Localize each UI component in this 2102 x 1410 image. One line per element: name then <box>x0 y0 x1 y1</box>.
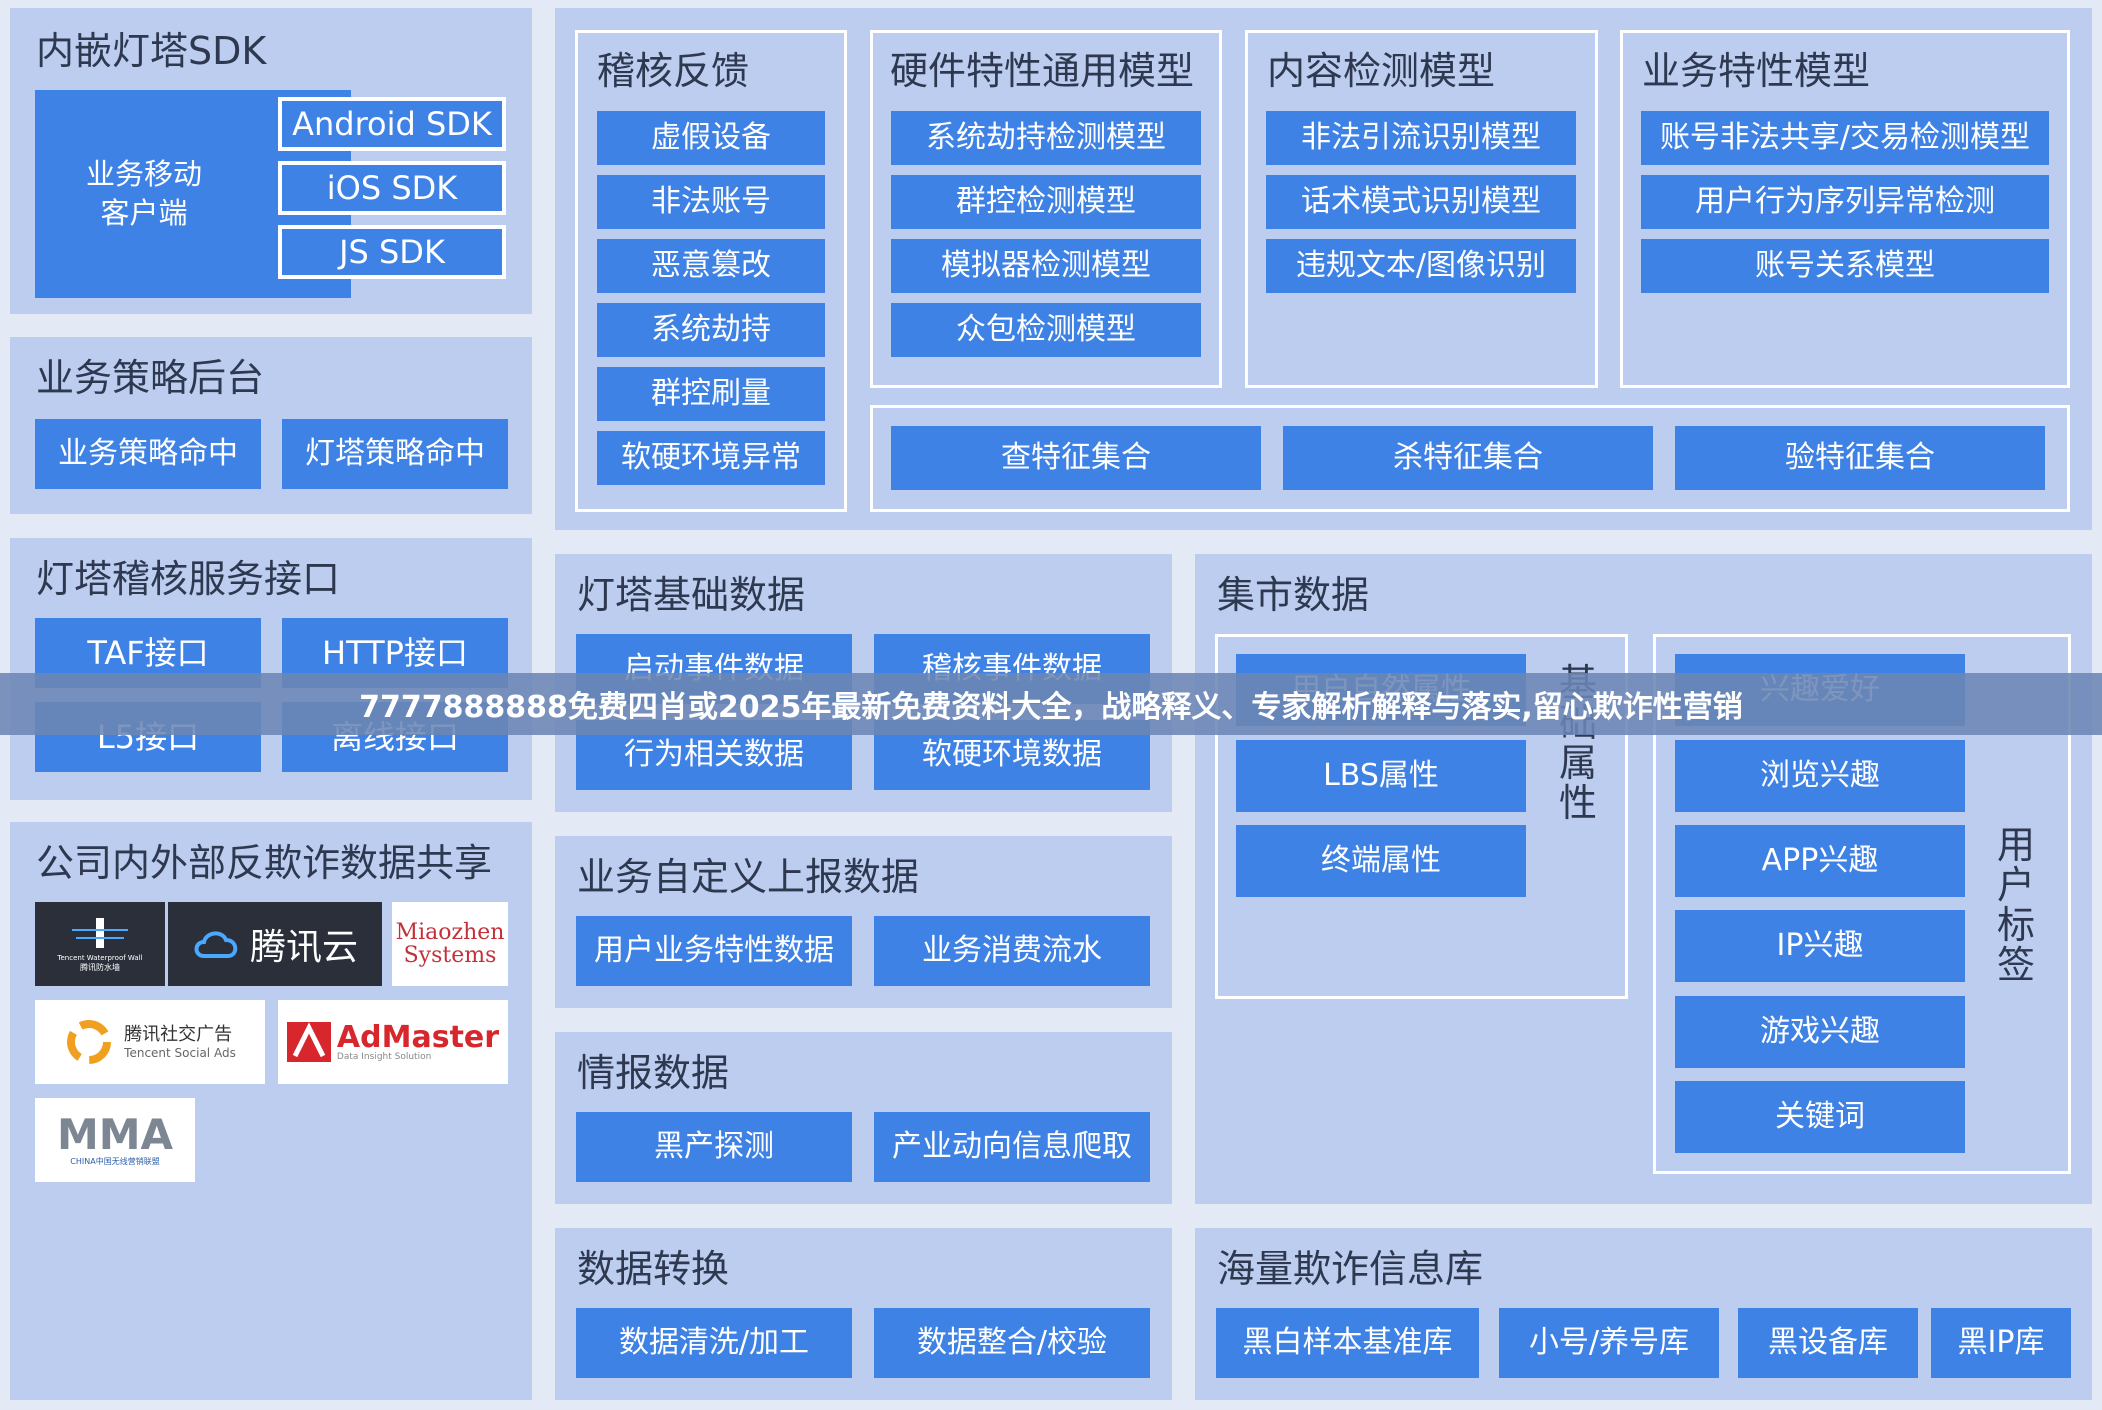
share-panel: 公司内外部反欺诈数据共享 Tencent Waterproof Wall 腾讯防… <box>10 822 532 1400</box>
business-item-1: 账号非法共享/交易检测模型 <box>1641 111 2049 165</box>
audit-feedback-box <box>575 30 847 512</box>
social-ads-name-en: Tencent Social Ads <box>124 1045 236 1060</box>
content-model-box <box>1245 30 1598 388</box>
business-title: 业务特性模型 <box>1642 49 1871 93</box>
admaster-name: AdMaster <box>336 1019 500 1055</box>
shield-icon <box>72 917 128 948</box>
ios-sdk-box: iOS SDK <box>278 161 506 215</box>
waterproof-name-cn: 腾讯防水墙 <box>80 962 120 972</box>
admaster-tagline: Data Insight Solution <box>336 1052 432 1063</box>
business-model-box <box>1620 30 2070 388</box>
basic-device: 终端属性 <box>1236 825 1526 897</box>
tag-browse: 浏览兴趣 <box>1675 740 1965 812</box>
audit-item-tamper: 恶意篡改 <box>597 239 825 293</box>
service-panel: 灯塔稽核服务接口 TAF接口 HTTP接口 L5接口 离线接口 <box>10 538 532 800</box>
client-line-2: 客户端 <box>100 196 188 230</box>
custom-item-consume: 业务消费流水 <box>874 916 1150 986</box>
waterproof-name-en: Tencent Waterproof Wall <box>57 953 143 962</box>
audit-item-group-control: 群控刷量 <box>597 367 825 421</box>
content-item-1: 非法引流识别模型 <box>1266 111 1576 165</box>
audit-item-illegal-account: 非法账号 <box>597 175 825 229</box>
audit-item-env-anomaly: 软硬环境异常 <box>597 431 825 485</box>
audit-item-hijack: 系统劫持 <box>597 303 825 357</box>
hardware-item-2: 群控检测模型 <box>891 175 1201 229</box>
convert-item-merge: 数据整合/校验 <box>874 1308 1150 1378</box>
mma-logo: MMA CHINA中国无线营销联盟 <box>35 1098 195 1182</box>
models-panel: 稽核反馈 虚假设备 非法账号 恶意篡改 系统劫持 群控刷量 软硬环境异常 硬件特… <box>555 8 2092 530</box>
content-title: 内容检测模型 <box>1267 49 1496 93</box>
admaster-icon <box>286 1022 331 1062</box>
fraud-db-panel: 海量欺诈信息库 黑白样本基准库 小号/养号库 黑设备库 黑IP库 <box>1195 1228 2092 1400</box>
basic-lbs: LBS属性 <box>1236 740 1526 812</box>
miaozhen-systems: Systems <box>403 943 497 968</box>
convert-item-clean: 数据清洗/加工 <box>576 1308 852 1378</box>
basic-attr-box <box>1215 634 1628 999</box>
convert-title: 数据转换 <box>577 1247 730 1291</box>
audit-item-fake-device: 虚假设备 <box>597 111 825 165</box>
custom-title: 业务自定义上报数据 <box>577 855 920 899</box>
tencent-cloud-name: 腾讯云 <box>249 927 358 968</box>
feature-kill: 杀特征集合 <box>1283 426 1653 490</box>
custom-item-user: 用户业务特性数据 <box>576 916 852 986</box>
hardware-model-box <box>870 30 1222 388</box>
convert-panel: 数据转换 数据清洗/加工 数据整合/校验 <box>555 1228 1172 1400</box>
miaozhen-logo: Miaozhen Systems <box>392 902 508 986</box>
feature-set-box <box>870 405 2070 512</box>
sdk-title: 内嵌灯塔SDK <box>36 29 267 73</box>
fraud-item-samples: 黑白样本基准库 <box>1216 1308 1479 1378</box>
cloud-icon <box>194 931 238 958</box>
intel-panel: 情报数据 黑产探测 产业动向信息爬取 <box>555 1032 1172 1204</box>
content-item-2: 话术模式识别模型 <box>1266 175 1576 229</box>
hardware-item-4: 众包检测模型 <box>891 303 1201 357</box>
custom-data-panel: 业务自定义上报数据 用户业务特性数据 业务消费流水 <box>555 836 1172 1008</box>
fraud-title: 海量欺诈信息库 <box>1217 1247 1484 1291</box>
business-strategy-hit: 业务策略命中 <box>35 419 261 489</box>
tag-game: 游戏兴趣 <box>1675 996 1965 1068</box>
market-panel: 集市数据 用户自然属性 LBS属性 终端属性 基础属性 兴趣爱好 浏览兴趣 AP… <box>1195 554 2092 1204</box>
tag-keyword: 关键词 <box>1675 1081 1965 1153</box>
hardware-item-1: 系统劫持检测模型 <box>891 111 1201 165</box>
fraud-item-black-device: 黑设备库 <box>1738 1308 1918 1378</box>
tag-app: APP兴趣 <box>1675 825 1965 897</box>
user-tag-label: 用户标签 <box>1996 823 2035 987</box>
feature-check: 查特征集合 <box>891 426 1261 490</box>
content-item-3: 违规文本/图像识别 <box>1266 239 1576 293</box>
intel-title: 情报数据 <box>577 1051 730 1095</box>
business-item-2: 用户行为序列异常检测 <box>1641 175 2049 229</box>
fraud-item-black-ip: 黑IP库 <box>1931 1308 2071 1378</box>
strategy-title: 业务策略后台 <box>36 356 265 400</box>
js-sdk-box: JS SDK <box>278 225 506 279</box>
hardware-item-3: 模拟器检测模型 <box>891 239 1201 293</box>
base-data-title: 灯塔基础数据 <box>577 573 806 617</box>
social-ads-name-cn: 腾讯社交广告 <box>124 1024 233 1045</box>
market-title: 集市数据 <box>1217 573 1370 617</box>
audit-title: 稽核反馈 <box>597 49 750 93</box>
sdk-panel: 内嵌灯塔SDK 业务移动 客户端 Android SDK iOS SDK JS … <box>10 8 532 314</box>
tencent-cloud-logo: 腾讯云 <box>168 902 382 986</box>
client-line-1: 业务移动 <box>85 156 202 191</box>
hardware-title: 硬件特性通用模型 <box>890 49 1195 93</box>
user-tag-box <box>1653 634 2071 1174</box>
share-title: 公司内外部反欺诈数据共享 <box>36 841 493 885</box>
service-title: 灯塔稽核服务接口 <box>36 557 341 601</box>
waterproof-wall-logo: Tencent Waterproof Wall 腾讯防水墙 <box>35 902 165 986</box>
mobile-client-label: 业务移动 客户端 <box>35 90 253 298</box>
android-sdk-box: Android SDK <box>278 97 506 151</box>
social-ads-icon <box>67 1020 112 1064</box>
fraud-item-alt-account: 小号/养号库 <box>1499 1308 1719 1378</box>
mma-name: MMA <box>56 1109 174 1159</box>
headline-banner[interactable]: 7777888888免费四肖或2025年最新免费资料大全，战略释义、专家解析解释… <box>0 673 2102 735</box>
strategy-panel: 业务策略后台 业务策略命中 灯塔策略命中 <box>10 337 532 514</box>
feature-verify: 验特征集合 <box>1675 426 2045 490</box>
tencent-social-ads-logo: 腾讯社交广告 Tencent Social Ads <box>35 1000 265 1084</box>
intel-item-crawl: 产业动向信息爬取 <box>874 1112 1150 1182</box>
business-item-3: 账号关系模型 <box>1641 239 2049 293</box>
tag-ip: IP兴趣 <box>1675 910 1965 982</box>
mma-subtitle: CHINA中国无线营销联盟 <box>70 1156 160 1166</box>
intel-item-probe: 黑产探测 <box>576 1112 852 1182</box>
beacon-strategy-hit: 灯塔策略命中 <box>282 419 508 489</box>
miaozhen-name: Miaozhen <box>395 919 505 945</box>
admaster-logo: AdMaster Data Insight Solution <box>278 1000 508 1084</box>
